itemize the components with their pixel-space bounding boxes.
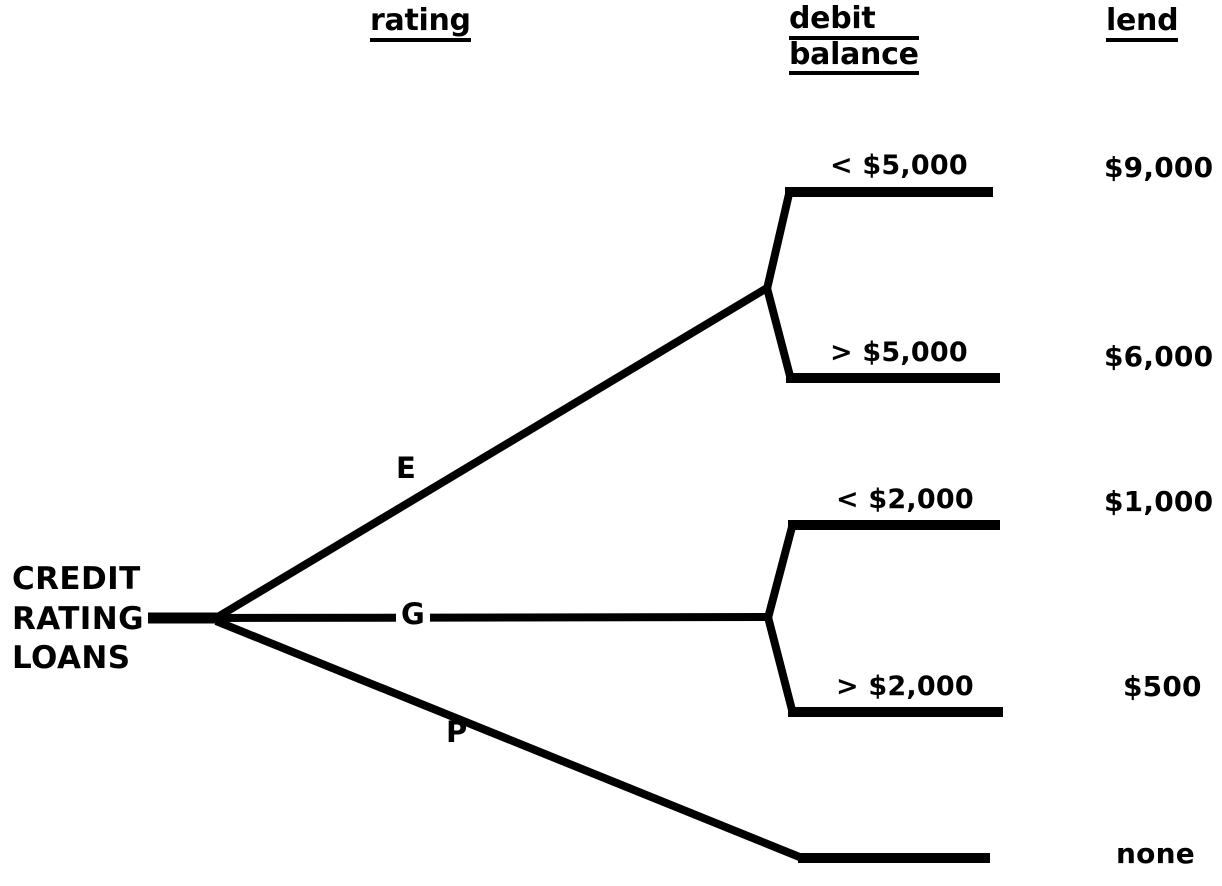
root-label-line3: LOANS bbox=[12, 640, 131, 677]
column-header-debit-line1: debit bbox=[789, 3, 919, 40]
column-header-lend-text: lend bbox=[1106, 5, 1179, 42]
branch-label-p: P bbox=[446, 715, 468, 749]
lend-value-3: $1,000 bbox=[1104, 485, 1214, 518]
root-label-line2: RATING bbox=[12, 600, 144, 637]
edge-branch-p bbox=[214, 617, 804, 862]
debit-label-2: > $5,000 bbox=[830, 337, 968, 368]
lend-value-4: $500 bbox=[1123, 670, 1202, 703]
lend-value-2: $6,000 bbox=[1104, 340, 1214, 373]
column-header-debit-balance: debit balance bbox=[789, 3, 919, 76]
debit-label-3: < $2,000 bbox=[836, 484, 974, 515]
branch-label-e: E bbox=[396, 451, 416, 485]
column-header-lend: lend bbox=[1106, 5, 1179, 42]
lend-value-5: none bbox=[1116, 837, 1195, 870]
debit-label-1: < $5,000 bbox=[830, 150, 968, 181]
edge-e-low bbox=[763, 286, 794, 378]
lend-value-1: $9,000 bbox=[1104, 151, 1214, 184]
edge-branch-g bbox=[215, 613, 771, 622]
edge-e-high bbox=[763, 193, 793, 290]
column-header-debit-line2: balance bbox=[789, 39, 919, 76]
column-header-rating: rating bbox=[370, 5, 471, 42]
edge-branch-e bbox=[213, 284, 770, 622]
debit-label-4: > $2,000 bbox=[836, 671, 974, 702]
root-node-label: CREDIT RATING LOANS bbox=[12, 560, 144, 679]
column-header-rating-text: rating bbox=[370, 5, 471, 42]
edge-g-low bbox=[764, 616, 796, 711]
edge-g-high bbox=[764, 525, 796, 620]
branch-label-g: G bbox=[396, 599, 430, 630]
root-label-line1: CREDIT bbox=[12, 561, 141, 597]
